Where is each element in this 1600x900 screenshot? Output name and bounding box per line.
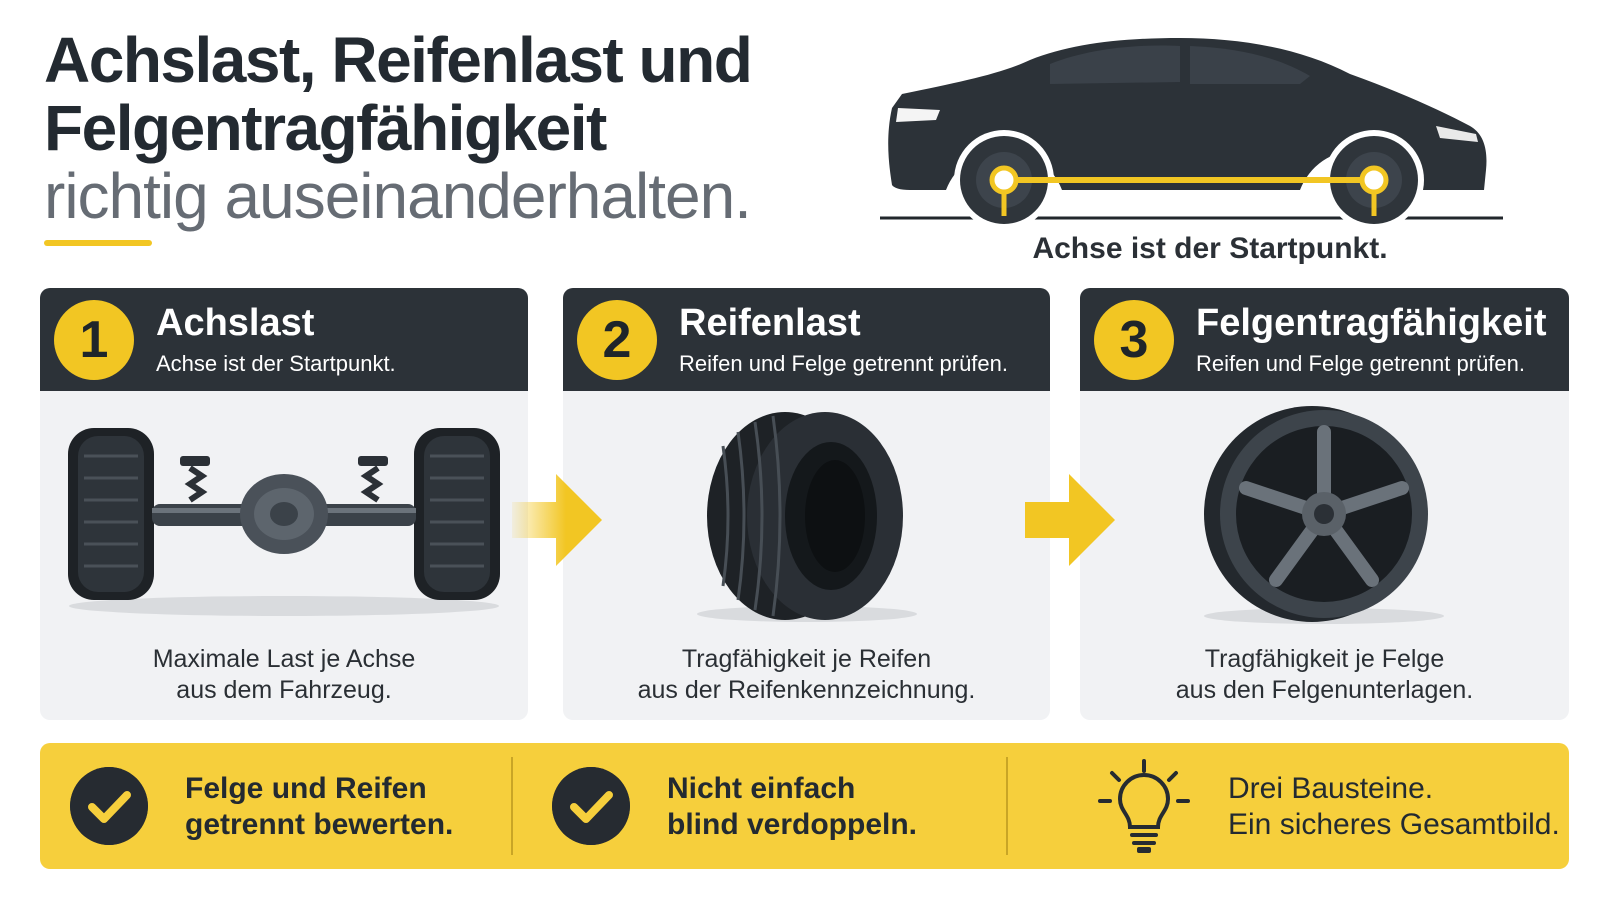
card-description: Tragfähigkeit je Felge aus den Felgenunt… [1080,644,1569,706]
feature-line1: Felge und Reifen [185,772,427,805]
card-subtitle: Reifen und Felge getrennt prüfen. [1196,351,1526,376]
title-underline [44,240,152,246]
card-header: 3 Felgentragfähigkeit Reifen und Felge g… [1080,288,1569,391]
card-text-line2: aus den Felgenunterlagen. [1175,676,1474,704]
step-number: 2 [577,300,657,380]
feature-item: Felge und Reifen getrennt bewerten. [40,743,522,869]
step-number: 1 [54,300,134,380]
axle-icon [68,428,500,616]
step-number: 3 [1094,300,1174,380]
car-caption: Achse ist der Startpunkt. [1032,232,1388,265]
card-subtitle: Reifen und Felge getrennt prüfen. [679,351,1009,376]
title-line-3: richtig auseinanderhalten. [44,160,752,232]
card-title: Felgentragfähigkeit [1196,302,1547,344]
feature-line2: Ein sicheres Gesamtbild. [1228,808,1560,841]
feature-text: Drei Bausteine. Ein sicheres Gesamtbild. [1228,771,1560,843]
card-subtitle: Achse ist der Startpunkt. [156,351,396,376]
car-icon [873,38,1503,230]
feature-item: Nicht einfach blind verdoppeln. [522,743,1034,869]
car-illustration [873,30,1540,235]
divider [511,757,513,855]
card-text-line2: aus der Reifenkennzeichnung. [637,676,976,704]
lightbulb-icon [1098,759,1190,853]
card-title: Reifenlast [679,302,861,344]
summary-bar: Felge und Reifen getrennt bewerten. Nich… [40,743,1569,869]
page-title: Achslast, Reifenlast und Felgentragfähig… [44,26,864,230]
title-line-2: Felgentragfähigkeit [44,92,607,164]
feature-line1: Nicht einfach [667,772,856,805]
feature-item: Drei Bausteine. Ein sicheres Gesamtbild. [1034,743,1569,869]
check-icon [552,767,630,845]
arrow-right-icon [1025,474,1115,566]
feature-line2: getrennt bewerten. [185,808,454,841]
title-line-1: Achslast, Reifenlast und [44,24,753,96]
rim-icon [1204,406,1444,624]
card-text-line1: Tragfähigkeit je Felge [1204,645,1445,673]
feature-line2: blind verdoppeln. [667,808,918,841]
card-header: 1 Achslast Achse ist der Startpunkt. [40,288,528,391]
feature-text: Nicht einfach blind verdoppeln. [667,771,917,843]
card-felgentragfaehigkeit: 3 Felgentragfähigkeit Reifen und Felge g… [1080,288,1569,720]
tire-icon [697,412,917,622]
card-title: Achslast [156,302,315,344]
divider [1006,757,1008,855]
card-text-line2: aus dem Fahrzeug. [176,676,392,704]
card-achslast: 1 Achslast Achse ist der Startpunkt. Max [40,288,528,720]
card-text-line1: Maximale Last je Achse [152,645,416,673]
feature-text: Felge und Reifen getrennt bewerten. [185,771,453,843]
feature-line1: Drei Bausteine. [1228,772,1434,805]
card-text-line1: Tragfähigkeit je Reifen [681,645,932,673]
arrow-right-icon [512,474,602,566]
card-reifenlast: 2 Reifenlast Reifen und Felge getrennt p… [563,288,1050,720]
card-description: Maximale Last je Achse aus dem Fahrzeug. [40,644,528,706]
card-header: 2 Reifenlast Reifen und Felge getrennt p… [563,288,1050,391]
check-icon [70,767,148,845]
card-description: Tragfähigkeit je Reifen aus der Reifenke… [563,644,1050,706]
